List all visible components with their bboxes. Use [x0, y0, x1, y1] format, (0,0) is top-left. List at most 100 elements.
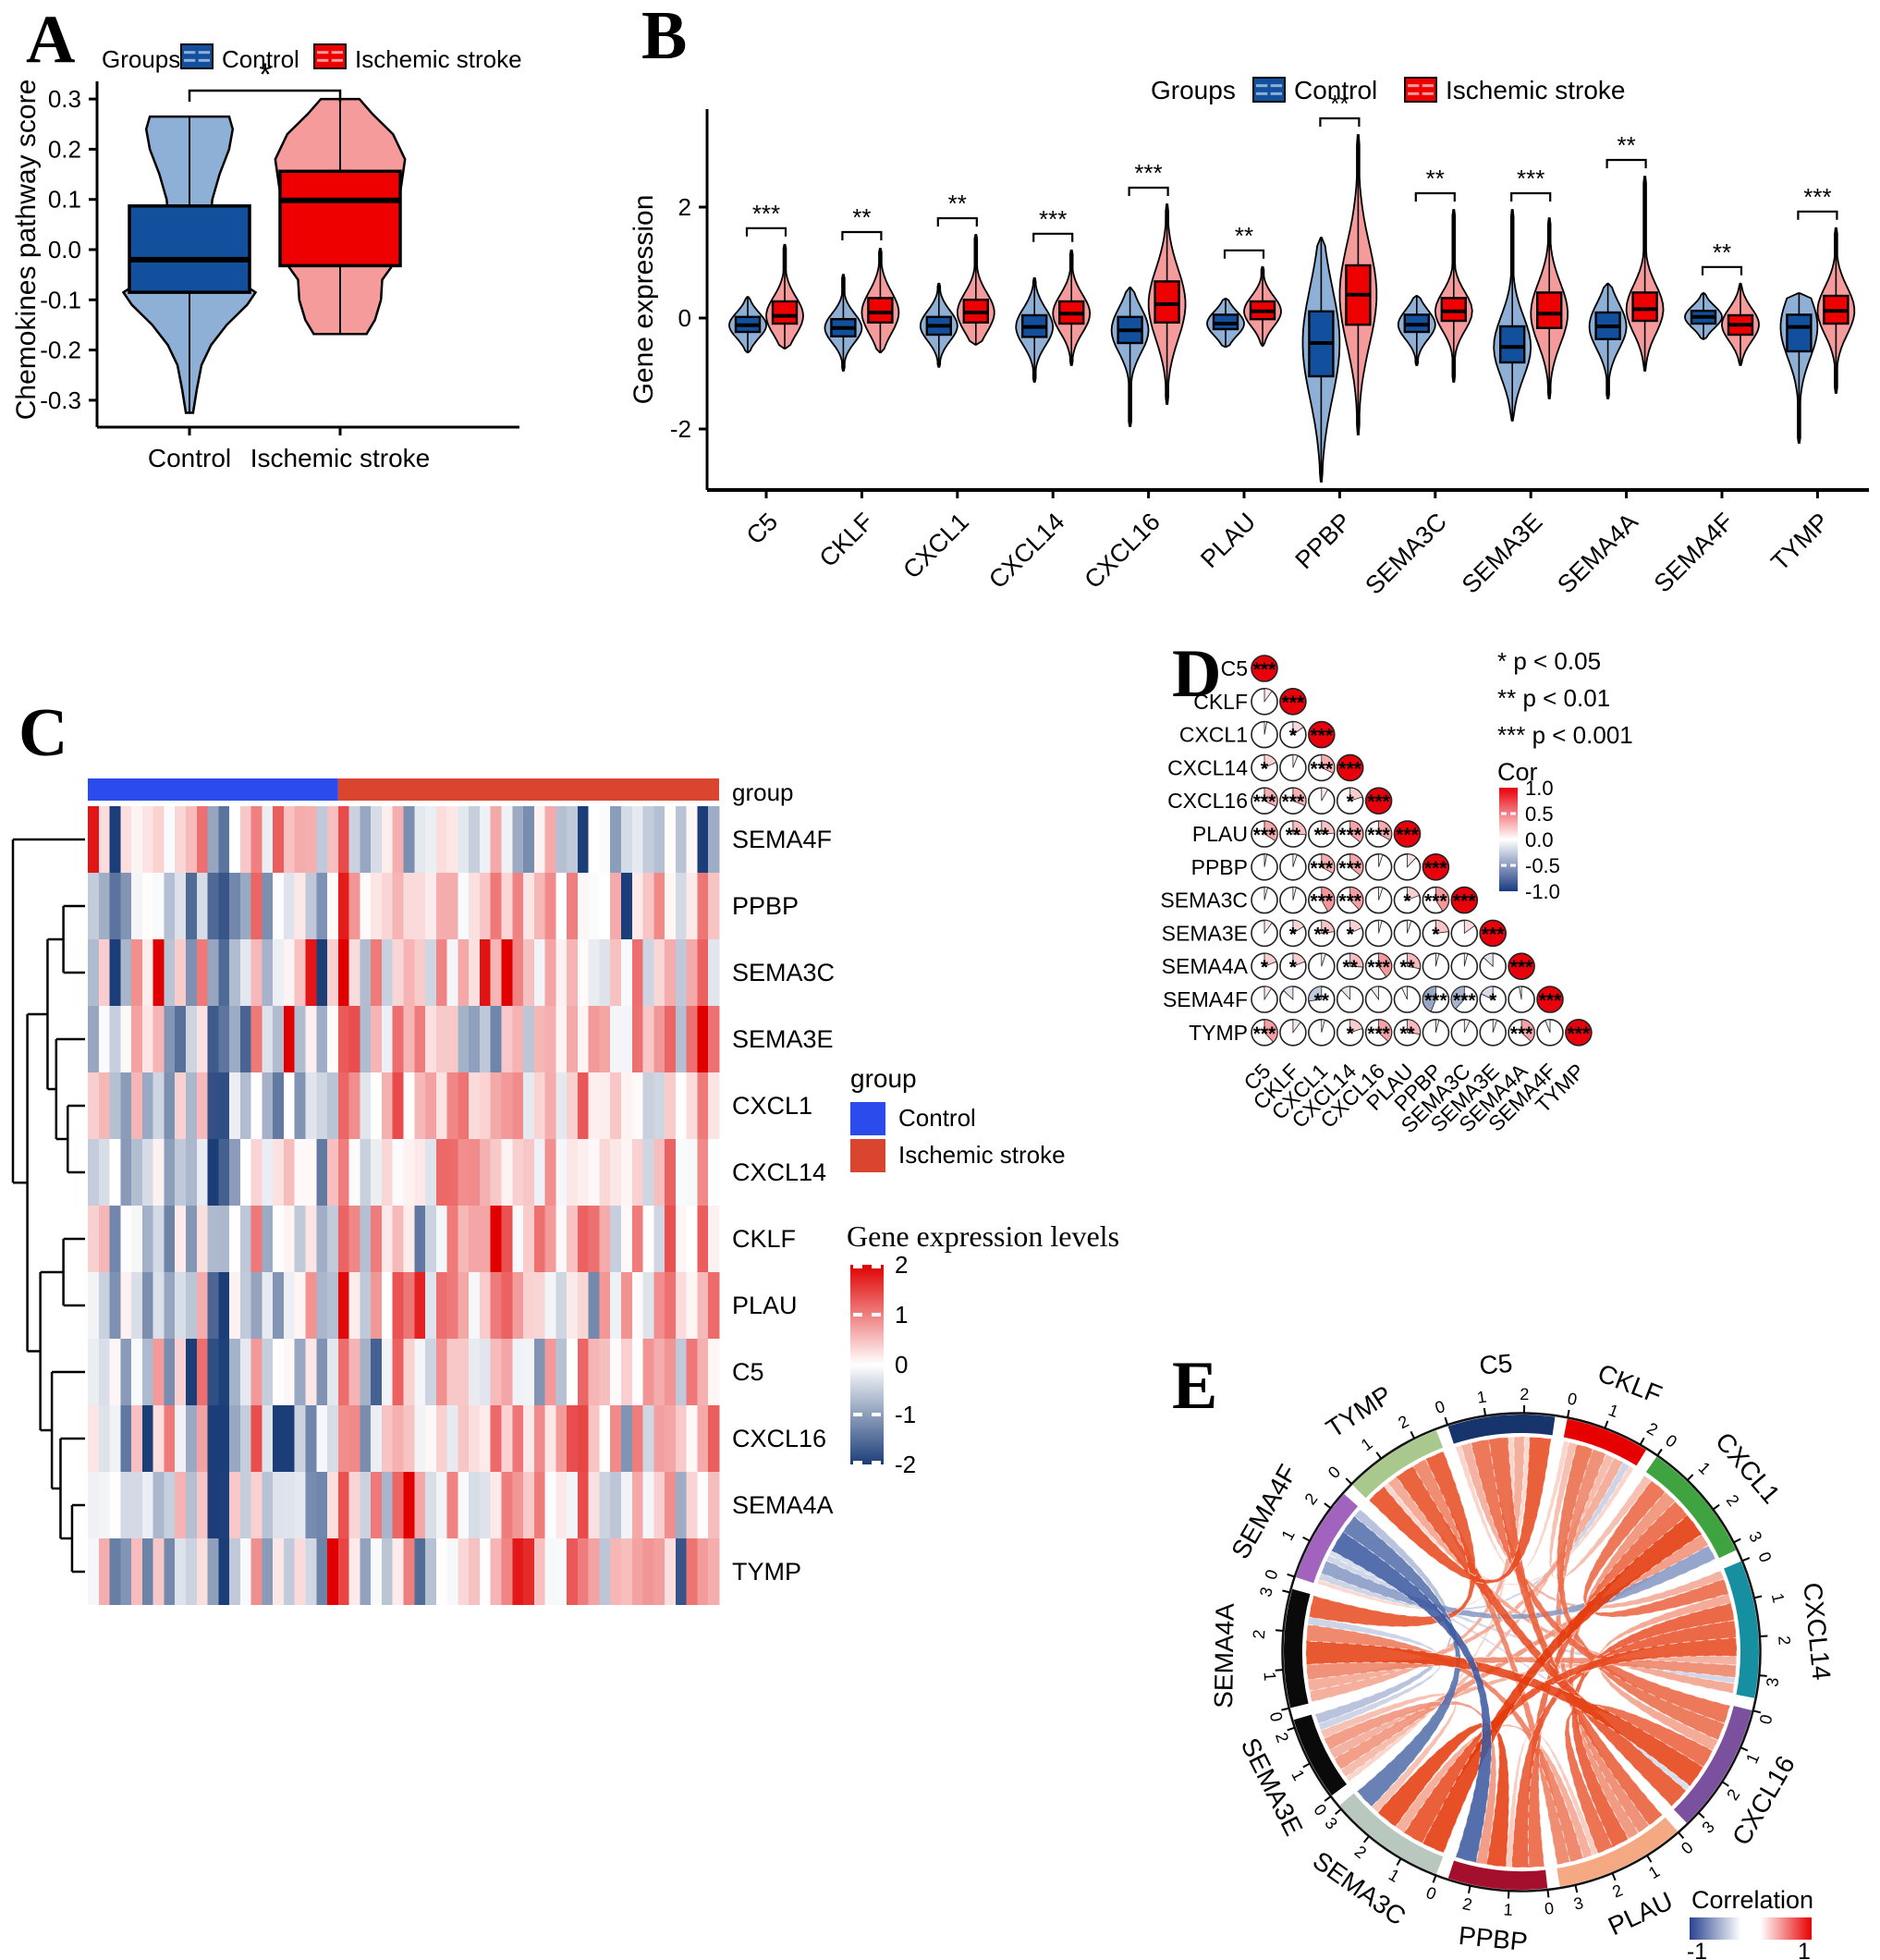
sector-label-SEMA4A: SEMA4A: [1209, 1603, 1239, 1709]
pie-slice: [1292, 787, 1307, 806]
heatmap-cell: [327, 1272, 339, 1339]
heatmap-cell: [273, 873, 285, 939]
legend-swatch-stroke: [1404, 77, 1437, 103]
heatmap-cell: [294, 1405, 307, 1472]
heatmap-cell: [164, 939, 176, 1006]
matrix-row-label: CXCL1: [1179, 723, 1248, 747]
heatmap-cell: [567, 1072, 579, 1139]
heatmap-cell: [469, 1206, 481, 1272]
heatmap-cell: [175, 1472, 187, 1538]
heatmap-cell: [120, 1139, 132, 1206]
heatmap-cell: [141, 939, 154, 1006]
sector-tick: [1646, 1855, 1653, 1863]
chord-ribbon-C5-SEMA4A: [1309, 1436, 1525, 1703]
heatmap-cell: [588, 1538, 600, 1605]
heatmap-cell: [490, 1139, 502, 1206]
heatmap-cell: [708, 1272, 720, 1339]
heatmap-cell: [392, 1339, 404, 1405]
pie-slice: [1292, 952, 1306, 967]
cor-pie-SEMA4A-CXCL16: ***: [1364, 952, 1393, 980]
sig-bracket: [1414, 191, 1456, 202]
heatmap-cell: [207, 1405, 219, 1472]
heatmap-cell: [273, 1272, 285, 1339]
heatmap-cell: [185, 1006, 198, 1072]
heatmap-cell: [283, 1538, 296, 1605]
cor-tick-label: 1.0: [1525, 777, 1554, 800]
heatmap-cell: [621, 873, 633, 939]
pie-slice: [1321, 853, 1336, 875]
heatmap-cell: [229, 939, 241, 1006]
heatmap-cell: [250, 1472, 262, 1538]
heatmap-cell: [610, 1139, 622, 1206]
matrix-row-label: SEMA3E: [1162, 921, 1248, 945]
heatmap-cell: [697, 873, 709, 939]
heatmap-cell: [425, 873, 437, 939]
heatmap-cell: [479, 1339, 492, 1405]
heatmap-cell: [577, 1339, 590, 1405]
sector-band-CXCL1: [1645, 1456, 1737, 1559]
heatmap-cell: [98, 1206, 111, 1272]
sector-label-TYMP: TYMP: [1321, 1380, 1397, 1443]
pie-slice: [1321, 820, 1336, 835]
heatmap-cell: [523, 1538, 535, 1605]
heatmap-cell: [218, 1139, 230, 1206]
pie-sig: ***: [1253, 825, 1276, 846]
pie-sig: ***: [1453, 891, 1476, 913]
cor-pie-SEMA3C-CXCL1: ***: [1308, 886, 1336, 914]
heatmap-row-label: C5: [732, 1358, 764, 1386]
chord-ribbons: [1305, 1436, 1738, 1868]
pie-slice: [1264, 919, 1273, 935]
heatmap-cell: [490, 1272, 502, 1339]
cor-pie-PPBP-CKLF: [1279, 852, 1307, 881]
heatmap-cell: [446, 806, 458, 873]
pie-sig: *: [1289, 957, 1298, 978]
heatmap-cell: [403, 1072, 415, 1139]
heatmap-cell: [610, 1538, 622, 1605]
heatmap-cell: [229, 806, 241, 873]
heatmap-cell: [533, 1405, 546, 1472]
heatmap-cell: [697, 806, 709, 873]
pie-slice: [1292, 887, 1297, 900]
cor-pie-PLAU-C5: ***: [1251, 820, 1278, 848]
heatmap-cell: [371, 1538, 383, 1605]
heatmap-cell: [337, 806, 350, 873]
heatmap-cell: [599, 1272, 611, 1339]
heatmap-cell: [631, 1472, 644, 1538]
heatmap-cell: [239, 873, 252, 939]
heatmap-cell: [273, 1006, 285, 1072]
sig-stars: **: [948, 190, 967, 217]
heatmap-cell: [141, 1006, 154, 1072]
heatmap-cell: [305, 1538, 317, 1605]
heatmap-cell: [665, 1272, 677, 1339]
heatmap-cell: [425, 806, 437, 873]
heatmap-cell: [305, 1272, 317, 1339]
heatmap-cell: [490, 806, 502, 873]
heatmap-cell: [109, 806, 121, 873]
heatmap-cell: [523, 939, 535, 1006]
cor-pie-SEMA4A-SEMA4A: ***: [1508, 952, 1535, 980]
heatmap-cell: [120, 1072, 132, 1139]
heatmap-cell: [239, 1339, 252, 1405]
heatmap-cell: [708, 1206, 720, 1272]
heatmap-cell: [544, 1339, 556, 1405]
sector-tick: [1740, 1746, 1749, 1752]
pie-slice: [1480, 986, 1494, 1000]
heatmap-cell: [501, 1538, 513, 1605]
chord-ribbon-CXCL16-TYMP: [1396, 1465, 1688, 1807]
heatmap-cell: [414, 1405, 426, 1472]
heatmap-cell: [88, 873, 100, 939]
pie-sig: ***: [1424, 891, 1447, 913]
x-tick-label: SEMA4F: [1649, 508, 1740, 598]
heatmap-cell: [196, 1072, 209, 1139]
heatmap-cell: [533, 806, 546, 873]
heatmap-cell: [675, 1472, 688, 1538]
heatmap-cell: [697, 1006, 709, 1072]
heatmap-cell: [708, 1006, 720, 1072]
sector-tick: [1281, 1707, 1289, 1711]
pie-full: [1336, 753, 1364, 782]
panel-letter-d: D: [1172, 636, 1222, 712]
heatmap-cell: [642, 1538, 654, 1605]
heatmap-row-label: CXCL16: [732, 1425, 826, 1452]
heatmap-cell: [348, 1139, 360, 1206]
